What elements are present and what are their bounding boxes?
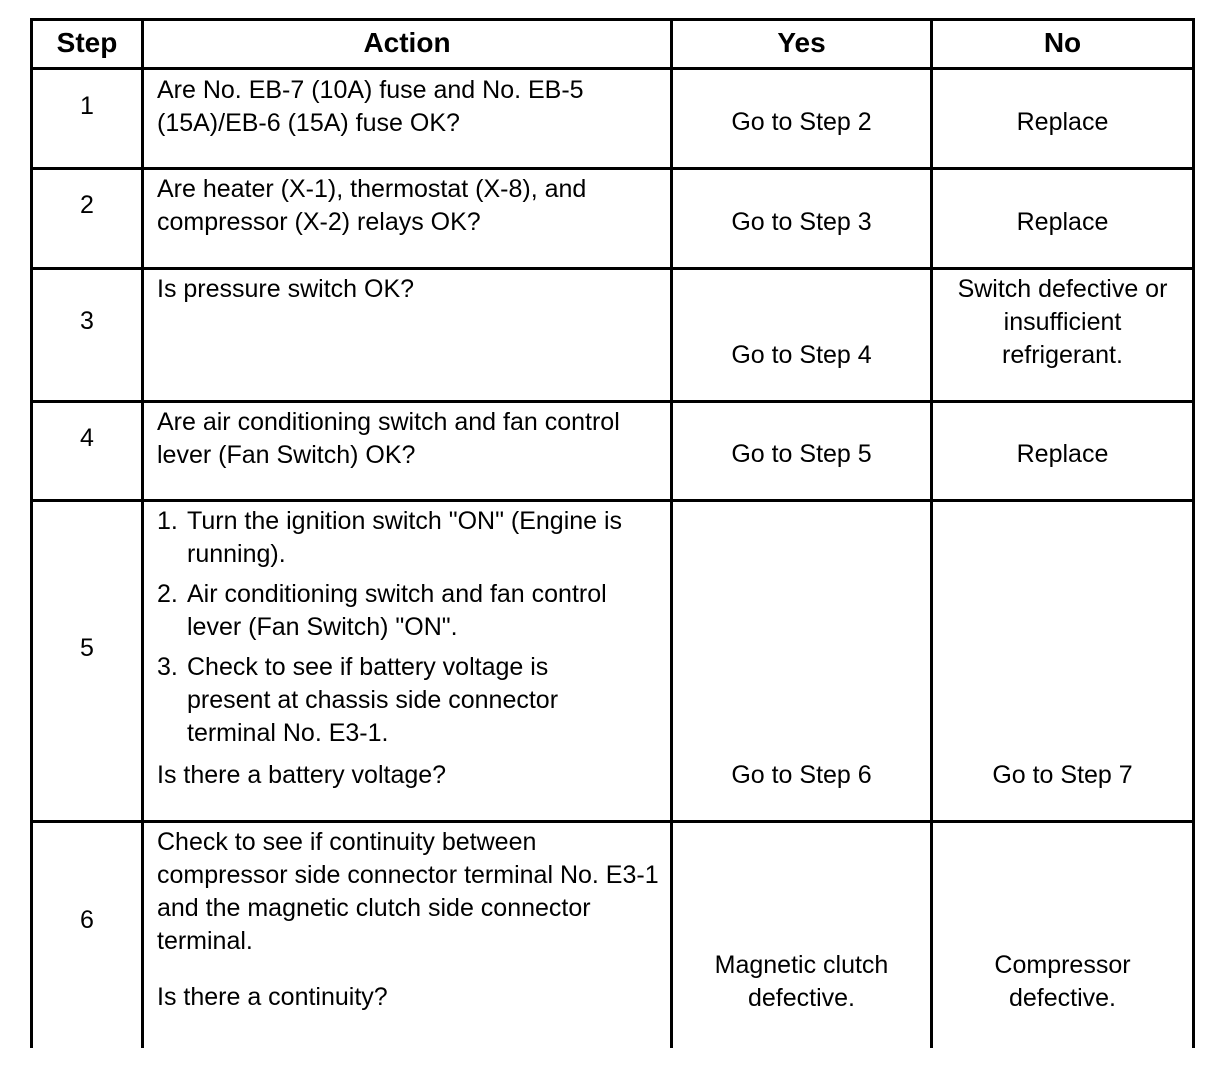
row-divider bbox=[30, 267, 1195, 270]
step-number: 3 bbox=[80, 307, 94, 335]
column-divider bbox=[141, 18, 144, 1048]
list-number: 3. bbox=[157, 653, 178, 681]
row-divider bbox=[30, 499, 1195, 502]
list-number: 1. bbox=[157, 507, 178, 535]
action-text: Is pressure switch OK? bbox=[157, 275, 415, 303]
header-no: No bbox=[1043, 27, 1082, 58]
column-divider bbox=[930, 18, 933, 1048]
list-item: 2. Air conditioning switch and fan contr… bbox=[157, 578, 662, 644]
action-text: Are No. EB-7 (10A) fuse and No. EB-5 (15… bbox=[157, 76, 584, 137]
troubleshooting-table: Step Action Yes No 1 Are No. EB-7 (10A) … bbox=[30, 18, 1195, 1048]
no-result: Replace bbox=[1016, 108, 1109, 136]
row-divider bbox=[30, 400, 1195, 403]
step-number: 5 bbox=[80, 634, 94, 662]
action-text: Check to see if continuity between compr… bbox=[157, 828, 659, 955]
list-item: 1. Turn the ignition switch "ON" (Engine… bbox=[157, 505, 662, 571]
question-text: Is there a continuity? bbox=[157, 983, 388, 1011]
step-number: 2 bbox=[80, 191, 94, 219]
header-action: Action bbox=[363, 27, 451, 58]
no-result: Go to Step 7 bbox=[992, 761, 1133, 789]
no-result: Replace bbox=[1016, 440, 1109, 468]
no-result: Compressor defective. bbox=[994, 951, 1131, 1012]
yes-result: Go to Step 4 bbox=[731, 341, 872, 369]
row-divider bbox=[30, 67, 1195, 70]
list-text: Air conditioning switch and fan control … bbox=[187, 580, 607, 641]
step-number: 6 bbox=[80, 906, 94, 934]
table-border-right bbox=[1192, 18, 1195, 1048]
yes-result: Go to Step 3 bbox=[731, 208, 872, 236]
table-border-left bbox=[30, 18, 33, 1048]
header-yes: Yes bbox=[777, 27, 826, 58]
yes-result: Magnetic clutch defective. bbox=[714, 951, 889, 1012]
list-text: Check to see if battery voltage is prese… bbox=[187, 653, 559, 747]
action-text: Are air conditioning switch and fan cont… bbox=[157, 408, 620, 469]
yes-result: Go to Step 5 bbox=[731, 440, 872, 468]
header-step: Step bbox=[56, 27, 118, 58]
no-result: Replace bbox=[1016, 208, 1109, 236]
table-border-top bbox=[30, 18, 1195, 21]
list-text: Turn the ignition switch "ON" (Engine is… bbox=[187, 507, 623, 568]
row-divider bbox=[30, 167, 1195, 170]
yes-result: Go to Step 2 bbox=[731, 108, 872, 136]
list-number: 2. bbox=[157, 580, 178, 608]
no-result: Switch defective or insufficient refrige… bbox=[957, 275, 1168, 369]
row-divider bbox=[30, 820, 1195, 823]
column-divider bbox=[670, 18, 673, 1048]
yes-result: Go to Step 6 bbox=[731, 761, 872, 789]
step-number: 1 bbox=[80, 92, 94, 120]
step-number: 4 bbox=[80, 424, 94, 452]
action-text: Are heater (X-1), thermostat (X-8), and … bbox=[157, 175, 587, 236]
list-item: 3. Check to see if battery voltage is pr… bbox=[157, 651, 662, 750]
action-steps: 1. Turn the ignition switch "ON" (Engine… bbox=[157, 505, 662, 757]
question-text: Is there a battery voltage? bbox=[157, 761, 447, 789]
